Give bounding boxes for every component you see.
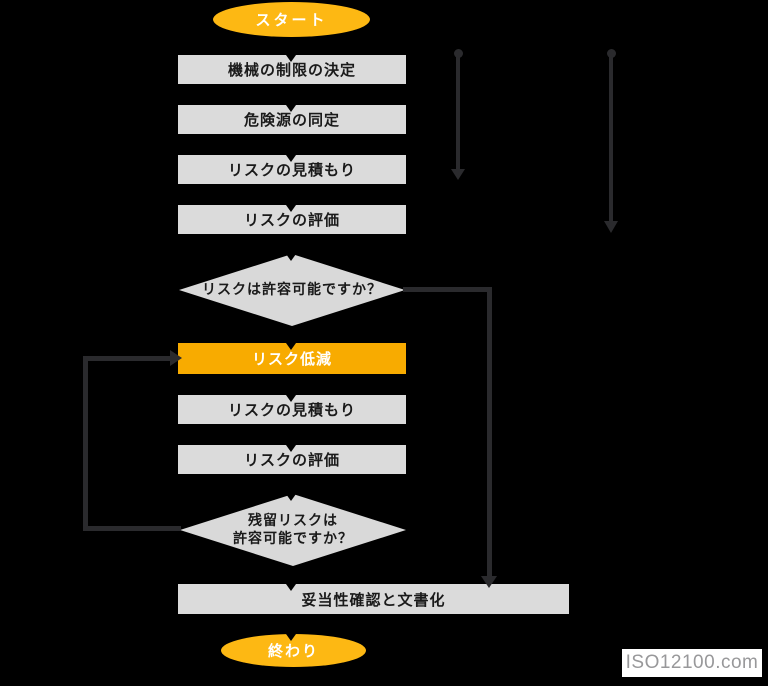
end-label: 終わり — [267, 642, 319, 660]
process-label: リスクの見積もり — [227, 401, 356, 419]
process-label: 機械の制限の決定 — [227, 61, 356, 79]
watermark-badge: ISO12100.com — [622, 649, 762, 677]
connector-loop-top — [83, 356, 171, 361]
process-label: リスクの評価 — [243, 451, 340, 469]
arrowhead-into-risk-reduction — [170, 350, 182, 366]
range-arrow1-head — [451, 169, 465, 180]
arrow-limits-to-hazard — [286, 84, 296, 112]
arrow-decision1-to-reduction — [286, 326, 296, 350]
start-terminator: スタート — [213, 2, 370, 37]
range-arrow2-line — [609, 53, 613, 222]
arrow-reduction-to-estimation2 — [286, 374, 296, 402]
process-validation-documentation: 妥当性確認と文書化 — [178, 584, 569, 614]
arrow-start-to-limits — [286, 37, 296, 62]
arrow-evaluation-to-decision1 — [286, 234, 296, 261]
decision-label: リスクは許容可能ですか？ — [202, 281, 382, 298]
range-arrow2-head — [604, 221, 618, 233]
connector-decision1-yes-vertical — [487, 287, 492, 577]
start-label: スタート — [255, 11, 328, 29]
arrow-decision2-to-validation — [286, 566, 296, 591]
process-label: 危険源の同定 — [243, 111, 340, 129]
connector-loop-bottom — [83, 526, 181, 531]
decision-label-line1: 残留リスクは — [248, 512, 338, 529]
decision-residual-risk-acceptable: 残留リスクは 許容可能ですか？ — [180, 494, 406, 566]
arrow-estimation-to-evaluation — [286, 184, 296, 212]
process-risk-evaluation-2: リスクの評価 — [178, 445, 406, 474]
connector-loop-vertical — [83, 356, 88, 531]
process-label: 妥当性確認と文書化 — [301, 590, 446, 609]
process-label: リスクの見積もり — [227, 161, 356, 179]
process-risk-reduction: リスク低減 — [178, 343, 406, 374]
arrow-hazard-to-estimation — [286, 134, 296, 162]
decision-risk-acceptable: リスクは許容可能ですか？ — [179, 254, 405, 326]
arrow-estimation2-to-evaluation2 — [286, 424, 296, 452]
connector-decision1-yes-horizontal — [403, 287, 492, 292]
arrowhead-into-validation — [481, 576, 497, 588]
arrow-evaluation2-to-decision2 — [286, 474, 296, 501]
process-risk-estimation: リスクの見積もり — [178, 155, 406, 184]
process-label: リスクの評価 — [243, 211, 340, 229]
range-arrow1-line — [456, 53, 460, 170]
watermark-text: ISO12100.com — [625, 652, 759, 673]
arrow-validation-to-end — [286, 614, 296, 641]
process-label: リスク低減 — [251, 350, 332, 368]
process-risk-evaluation: リスクの評価 — [178, 205, 406, 234]
decision-label-line2: 許容可能ですか？ — [233, 531, 353, 547]
